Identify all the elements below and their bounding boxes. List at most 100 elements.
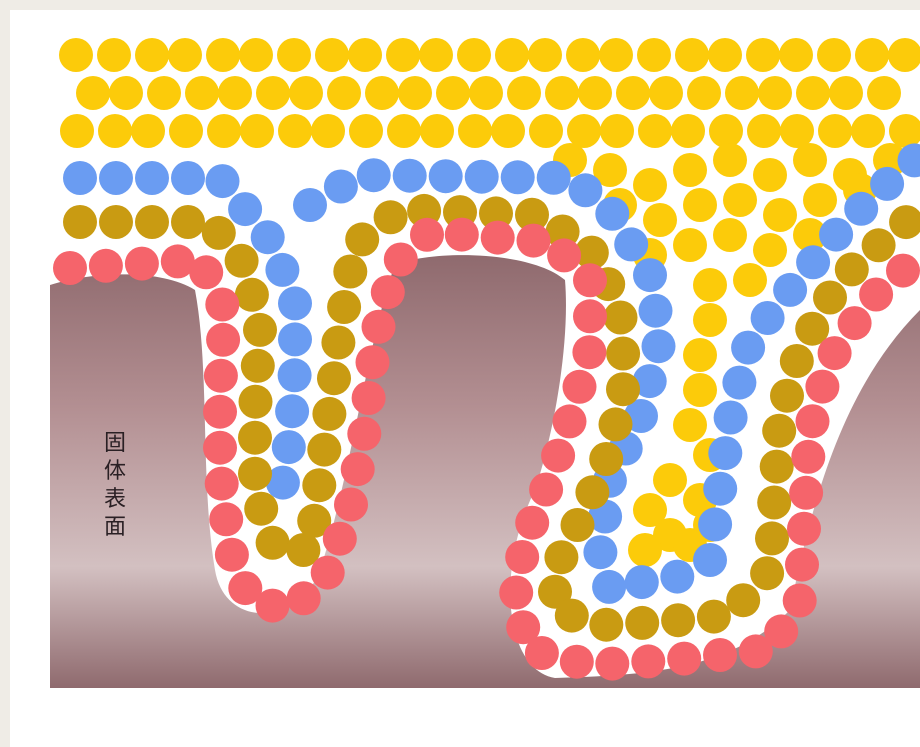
adsorbed-molecule-blue <box>277 358 312 393</box>
adsorbed-molecule-red <box>255 588 290 623</box>
adsorbed-molecule-brown <box>813 280 847 315</box>
adsorbed-molecule-red <box>505 540 540 574</box>
adsorbed-molecule-blue <box>703 471 738 506</box>
liquid-molecule <box>671 114 705 148</box>
adsorbed-molecule-red <box>88 248 123 283</box>
adsorbed-molecule-red <box>189 255 224 290</box>
adsorbed-molecule-blue <box>870 166 905 201</box>
adsorbed-molecule-red <box>499 575 534 610</box>
adsorbed-molecule-brown <box>238 384 273 419</box>
adsorbed-molecule-brown <box>307 432 342 467</box>
liquid-molecule <box>758 76 792 110</box>
liquid-molecule <box>683 338 717 372</box>
liquid-molecule <box>185 76 219 110</box>
adsorbed-molecule-red <box>203 430 237 465</box>
adsorbed-molecule-brown <box>589 442 624 476</box>
liquid-molecule <box>817 38 851 72</box>
adsorbed-molecule-brown <box>255 525 290 560</box>
adsorbed-molecule-blue <box>708 436 743 471</box>
adsorbed-molecule-blue <box>595 196 630 231</box>
adsorbed-molecule-blue <box>638 293 673 328</box>
liquid-molecule <box>349 114 383 148</box>
liquid-molecule <box>240 114 274 148</box>
adsorbed-molecule-brown <box>779 344 814 378</box>
adsorbed-molecule-red <box>559 644 594 679</box>
liquid-molecule <box>420 114 454 148</box>
liquid-molecule <box>709 114 743 148</box>
adsorbed-molecule-blue <box>171 161 205 195</box>
adsorbed-molecule-brown <box>238 420 272 455</box>
adsorbed-molecule-blue <box>592 569 627 604</box>
adsorbed-molecule-red <box>383 242 418 277</box>
adsorbed-molecule-brown <box>345 222 380 257</box>
adsorbed-molecule-red <box>782 583 817 618</box>
adsorbed-molecule-blue <box>568 173 603 208</box>
adsorbed-molecule-brown <box>889 205 920 240</box>
liquid-molecule <box>616 76 650 110</box>
liquid-molecule <box>673 153 707 187</box>
liquid-molecule <box>793 218 827 252</box>
adsorbed-molecule-blue <box>275 394 310 429</box>
adsorbed-molecule-brown <box>759 449 794 484</box>
adsorbed-molecule-brown <box>171 205 205 239</box>
liquid-molecule <box>683 188 717 222</box>
liquid-molecule <box>673 228 707 262</box>
liquid-molecule <box>746 38 780 72</box>
adsorbed-molecule-red <box>805 369 840 404</box>
liquid-molecule <box>278 114 312 148</box>
liquid-molecule <box>796 76 830 110</box>
liquid-molecule <box>708 38 742 72</box>
adsorbed-molecule-brown <box>606 372 640 407</box>
adsorbed-molecule-red <box>562 369 597 404</box>
adsorbed-molecule-red <box>791 439 826 474</box>
liquid-molecule <box>76 76 110 110</box>
adsorbed-molecule-red <box>631 644 666 679</box>
adsorbed-molecule-red <box>738 634 773 669</box>
adsorbed-molecule-blue <box>632 364 667 399</box>
liquid-molecule <box>97 38 131 72</box>
liquid-molecule <box>693 268 727 302</box>
adsorbed-molecule-blue <box>228 192 263 227</box>
liquid-molecule <box>643 203 677 237</box>
liquid-molecule <box>566 38 600 72</box>
adsorbed-molecule-brown <box>770 378 804 413</box>
liquid-molecule <box>633 493 667 527</box>
adsorbed-molecule-brown <box>244 491 279 526</box>
adsorbed-molecule-brown <box>479 196 513 231</box>
liquid-molecule <box>507 76 541 110</box>
adsorbed-molecule-red <box>703 638 737 672</box>
liquid-molecule <box>207 114 241 148</box>
adsorbed-molecule-brown <box>755 521 789 556</box>
adsorbed-molecule-brown <box>757 485 792 520</box>
liquid-molecule <box>675 38 709 72</box>
liquid-molecule <box>693 303 727 337</box>
adsorbed-molecule-blue <box>250 220 285 255</box>
adsorbed-molecule-red <box>764 614 799 649</box>
adsorbed-molecule-brown <box>321 325 356 360</box>
liquid-molecule <box>529 114 563 148</box>
adsorbed-molecule-brown <box>373 200 408 235</box>
adsorbed-molecule-red <box>203 358 238 393</box>
adsorbed-molecule-blue <box>271 430 306 465</box>
liquid-molecule <box>491 114 525 148</box>
adsorbed-molecule-brown <box>286 533 321 567</box>
adsorbed-molecule-brown <box>201 215 236 250</box>
liquid-molecule <box>147 76 181 110</box>
adsorbed-molecule-red <box>515 505 550 540</box>
adsorbed-molecule-brown <box>238 456 272 491</box>
adsorbed-molecule-brown <box>538 574 572 609</box>
liquid-molecule <box>567 114 601 148</box>
adsorbed-molecule-brown <box>625 605 660 640</box>
adsorbed-molecule-brown <box>603 300 638 335</box>
adsorbed-molecule-red <box>547 238 582 273</box>
liquid-molecule <box>803 183 837 217</box>
adsorbed-molecule-brown <box>99 205 133 239</box>
liquid-molecule <box>829 76 863 110</box>
liquid-molecule <box>653 463 687 497</box>
adsorbed-molecule-red <box>334 487 368 522</box>
liquid-molecule <box>683 373 717 407</box>
liquid-molecule <box>135 38 169 72</box>
liquid-molecule <box>469 76 503 110</box>
adsorbed-molecule-red <box>667 641 702 676</box>
diagram-frame: 固体表面 <box>10 10 920 747</box>
